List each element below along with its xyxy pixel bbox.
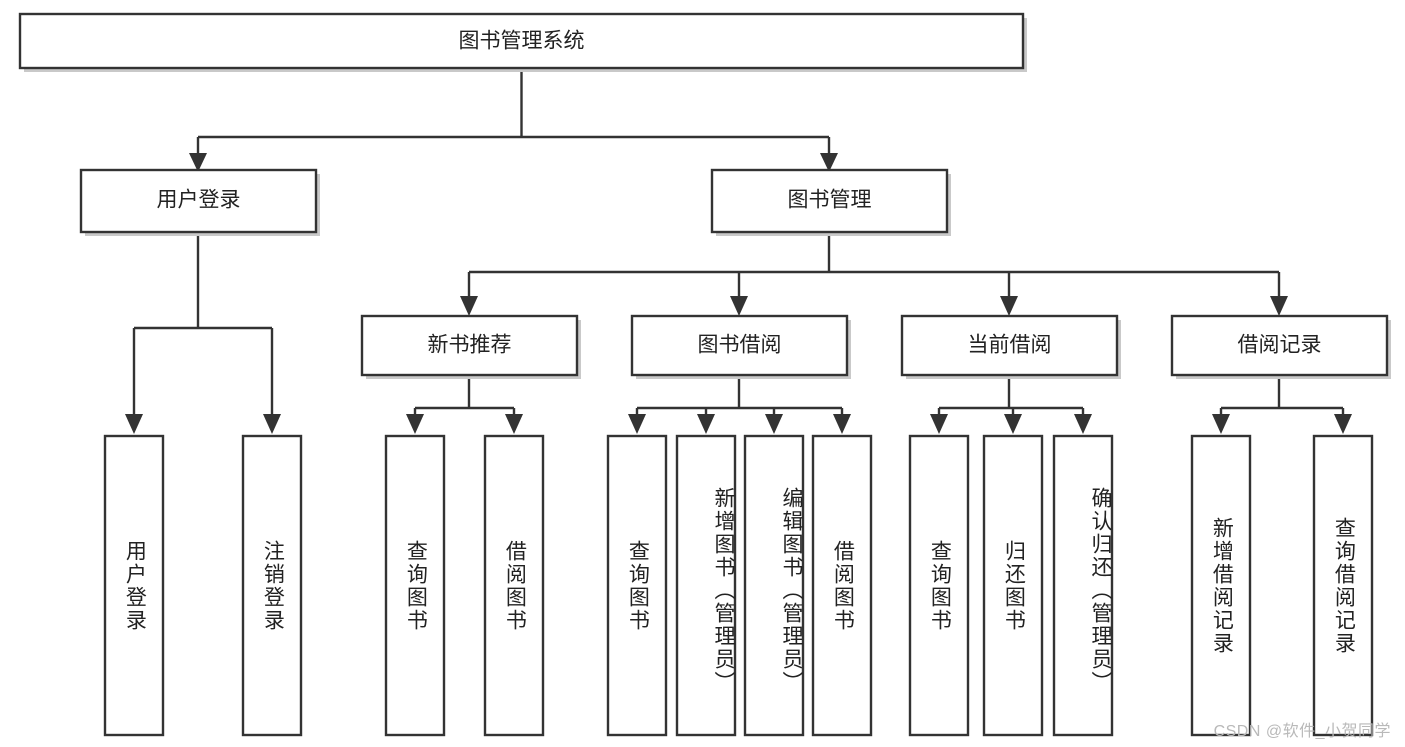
connector-layer bbox=[125, 68, 1352, 434]
csdn-watermark: CSDN @软件_小贺同学 bbox=[1213, 723, 1391, 740]
node-new-book-recommend-rect[interactable] bbox=[360, 314, 579, 377]
arrow-head-current-l2 bbox=[1004, 414, 1022, 434]
node-current-borrow-rect[interactable] bbox=[900, 314, 1119, 377]
arrow-head-to-login bbox=[189, 153, 207, 172]
arrow-head-login-leaf1 bbox=[125, 414, 143, 434]
node-borrow-record-label: 借阅记录 bbox=[1238, 334, 1322, 357]
arrow-head-to-borrow bbox=[730, 296, 748, 316]
arrow-head-newbook-l2 bbox=[505, 414, 523, 434]
leaf-rect-user-login[interactable] bbox=[103, 434, 165, 737]
leaf-rect-confirm-return-admin[interactable] bbox=[1052, 434, 1114, 737]
node-user-login-label: 用户登录 bbox=[157, 189, 241, 212]
node-book-borrow-label: 图书借阅 bbox=[698, 334, 782, 357]
arrow-head-record-l1 bbox=[1212, 414, 1230, 434]
node-book-management-label: 图书管理 bbox=[788, 189, 872, 212]
arrow-head-newbook-l1 bbox=[406, 414, 424, 434]
node-root-label: 图书管理系统 bbox=[459, 30, 585, 53]
leaf-rect-query-book-borrow[interactable] bbox=[606, 434, 668, 737]
arrow-head-borrow-l3 bbox=[765, 414, 783, 434]
leaf-rect-edit-book-admin[interactable] bbox=[743, 434, 805, 737]
node-current-borrow-label: 当前借阅 bbox=[968, 334, 1052, 357]
arrow-head-to-bookmgmt bbox=[820, 153, 838, 172]
leaf-rect-query-book-current[interactable] bbox=[908, 434, 970, 737]
arrow-head-borrow-l4 bbox=[833, 414, 851, 434]
leaf-rect-add-borrow-record[interactable] bbox=[1190, 434, 1252, 737]
node-borrow-record[interactable]: 借阅记录 bbox=[1170, 314, 1391, 379]
node-root-system[interactable]: 图书管理系统 bbox=[18, 12, 1027, 72]
arrow-head-borrow-l1 bbox=[628, 414, 646, 434]
arrow-head-borrow-l2 bbox=[697, 414, 715, 434]
leaf-rect-borrow-book-new[interactable] bbox=[483, 434, 545, 737]
node-user-login-rect[interactable] bbox=[79, 168, 318, 234]
leaf-rect-query-book-new[interactable] bbox=[384, 434, 446, 737]
leaf-rect-add-book-admin[interactable] bbox=[675, 434, 737, 737]
node-root-rect[interactable] bbox=[18, 12, 1025, 70]
arrow-head-current-l3 bbox=[1074, 414, 1092, 434]
node-book-borrow-rect[interactable] bbox=[630, 314, 849, 377]
node-book-management-rect[interactable] bbox=[710, 168, 949, 234]
arrow-head-login-leaf2 bbox=[263, 414, 281, 434]
node-new-book-recommend[interactable]: 新书推荐 bbox=[360, 314, 581, 379]
arrow-head-to-newbook bbox=[460, 296, 478, 316]
node-current-borrow[interactable]: 当前借阅 bbox=[900, 314, 1121, 379]
leaf-rect-query-borrow-record[interactable] bbox=[1312, 434, 1374, 737]
node-book-management[interactable]: 图书管理 bbox=[710, 168, 951, 236]
arrow-head-current-l1 bbox=[930, 414, 948, 434]
node-borrow-record-rect[interactable] bbox=[1170, 314, 1389, 377]
node-new-book-recommend-label: 新书推荐 bbox=[428, 334, 512, 357]
arrow-head-to-current bbox=[1000, 296, 1018, 316]
leaf-rect-logout-login[interactable] bbox=[241, 434, 303, 737]
arrow-head-record-l2 bbox=[1334, 414, 1352, 434]
leaf-rect-return-book[interactable] bbox=[982, 434, 1044, 737]
node-user-login[interactable]: 用户登录 bbox=[79, 168, 320, 236]
leaf-rect-borrow-book[interactable] bbox=[811, 434, 873, 737]
arrow-head-to-record bbox=[1270, 296, 1288, 316]
leaf-box-layer bbox=[103, 434, 1374, 737]
node-book-borrow[interactable]: 图书借阅 bbox=[630, 314, 851, 379]
